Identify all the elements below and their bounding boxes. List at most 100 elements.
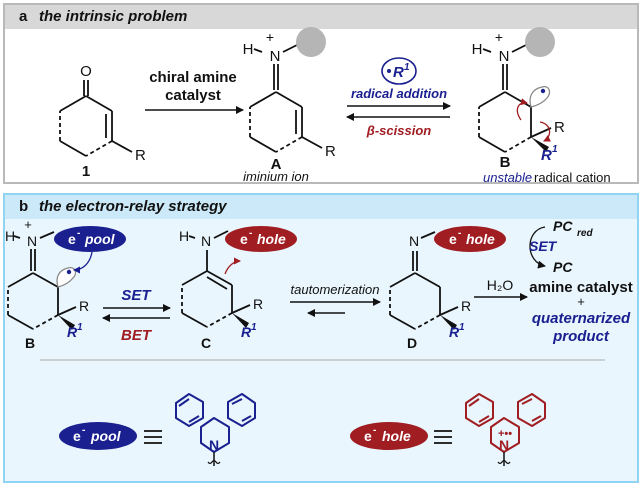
e-hole-word-3: hole: [382, 428, 411, 444]
pool-arrow: [73, 251, 93, 274]
compound-B-b: [7, 231, 77, 330]
r-group-D: R: [461, 298, 471, 314]
panel-a-label: a: [19, 8, 28, 25]
nitrogen-A: N: [270, 48, 281, 65]
product-line-1: amine catalyst: [529, 279, 632, 296]
plus-B-a: +: [495, 29, 503, 45]
compound-B-name-part1: unstable: [483, 170, 532, 185]
e-hole-e-2: e: [449, 231, 457, 247]
equiv-sign-1: [144, 430, 162, 444]
wedge-bond-B-b: [58, 315, 75, 330]
pc-cycle-arrow: [529, 226, 546, 269]
reverse-label: β-scission: [366, 123, 431, 138]
hydrogen-B-b: H: [5, 228, 15, 244]
r1-group-C: R: [241, 324, 252, 340]
carbazole-hole-charge: +••: [498, 428, 512, 440]
reagent-line-2: catalyst: [165, 87, 221, 104]
carbazole-pool-nitrogen: N: [209, 437, 219, 453]
e-hole-word-2: hole: [466, 231, 495, 247]
panel-a-title: the intrinsic problem: [39, 8, 188, 25]
radical-electron-B-b: [66, 269, 72, 275]
e-pool-word-2: pool: [90, 428, 122, 444]
electron-push-arrow-C: [224, 257, 241, 275]
compound-A-label: A: [271, 156, 282, 173]
e-pool-badge-1: [54, 226, 126, 252]
catalyst-circle-B-a: [525, 27, 555, 57]
pc: PC: [553, 259, 573, 275]
forward-label: radical addition: [351, 86, 447, 101]
compound-B-a-label: B: [500, 154, 511, 171]
r-group-B-a: R: [554, 119, 565, 136]
e-pool-word-1: pool: [84, 231, 116, 247]
e-pool-badge-2: [59, 422, 137, 450]
photo-set-label: SET: [529, 238, 558, 254]
r1-sup-B-b: 1: [77, 322, 83, 333]
radical-electron-B-a: [540, 88, 546, 94]
compound-A: [249, 43, 323, 153]
wedge-bond-B-a: [531, 137, 549, 152]
e-hole-minus-2: -: [458, 228, 461, 239]
oxygen-atom-1: O: [80, 63, 92, 80]
product-plus: +: [577, 294, 585, 309]
catalyst-circle-A: [296, 27, 326, 57]
wedge-bond-D: [440, 315, 457, 330]
e-hole-badge-3: [350, 422, 428, 450]
compound-C: [181, 230, 251, 328]
product-line-3: product: [552, 328, 610, 345]
equiv-sign-2: [434, 430, 452, 444]
nitrogen-B-b: N: [27, 233, 37, 249]
p-orbital-B-b: [56, 267, 77, 288]
radical-dot: [387, 69, 391, 73]
r1-sup-C: 1: [251, 322, 257, 333]
e-pool-e-2: e: [73, 428, 81, 444]
compound-D: [389, 231, 459, 330]
panel-a-header: a the intrinsic problem: [5, 5, 637, 29]
nitrogen-B-a: N: [499, 48, 510, 65]
compound-1: [59, 80, 133, 157]
r1-sup-D: 1: [459, 322, 465, 333]
e-pool-e-1: e: [68, 231, 76, 247]
p-orbital-B-a: [529, 86, 551, 108]
hydrogen-C: H: [179, 228, 189, 244]
tautomerization-label: tautomerization: [291, 282, 380, 297]
e-pool-minus-1: -: [77, 228, 80, 239]
compound-C-label: C: [201, 335, 211, 351]
hydrogen-B-a: H: [472, 41, 483, 58]
r1-sup-B-a: 1: [552, 144, 558, 155]
set-label: SET: [121, 287, 152, 304]
carbazole-hole: [465, 393, 546, 466]
panel-b-title: the electron-relay strategy: [39, 198, 227, 215]
r-group-C: R: [253, 296, 263, 312]
compound-A-name: iminium ion: [243, 169, 309, 184]
fishhook-arrow-1: [516, 98, 528, 121]
carbazole-pool: [175, 393, 256, 466]
e-hole-badge-2: [434, 226, 506, 252]
e-hole-e-3: e: [364, 428, 372, 444]
reagent-line-1: chiral amine: [149, 69, 237, 86]
fishhook-arrow-2: [539, 121, 551, 142]
r-group-B-b: R: [79, 298, 89, 314]
r1-group-B-b: R: [67, 324, 78, 340]
compound-1-label: 1: [82, 163, 90, 180]
r-group-A: R: [325, 143, 336, 160]
pc-red: PC: [553, 218, 573, 234]
hydrogen-A: H: [243, 41, 254, 58]
compound-D-label: D: [407, 335, 417, 351]
e-hole-e-1: e: [240, 231, 248, 247]
plus-B-b: +: [24, 217, 32, 232]
e-hole-word-1: hole: [257, 231, 286, 247]
panel-b-label: b: [19, 198, 29, 215]
panel-b-header: b the electron-relay strategy: [5, 195, 637, 219]
plus-A: +: [266, 29, 274, 45]
nitrogen-D: N: [409, 233, 419, 249]
product-line-2: quaternarized: [532, 310, 631, 327]
wedge-bond-C: [232, 313, 249, 328]
compound-B-name-part2: radical cation: [534, 170, 611, 185]
nitrogen-C: N: [201, 233, 211, 249]
compound-B-b-label: B: [25, 335, 35, 351]
r1-group-D: R: [449, 324, 460, 340]
bet-label: BET: [121, 327, 153, 344]
radical-r-sup: 1: [404, 62, 410, 73]
e-hole-badge-1: [225, 226, 297, 252]
